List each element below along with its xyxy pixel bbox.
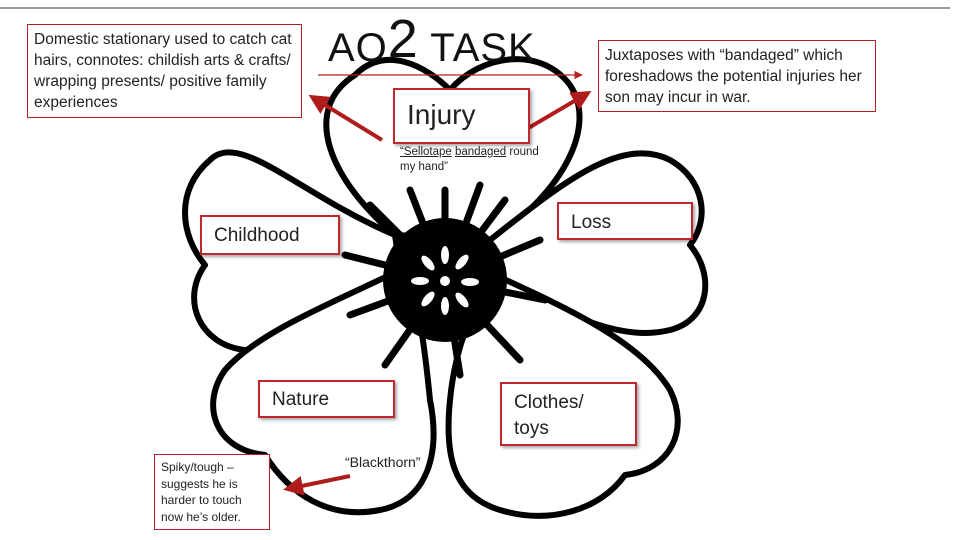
note-left: Domestic stationary used to catch cat ha… bbox=[27, 24, 302, 118]
note-right: Juxtaposes with “bandaged” which foresha… bbox=[598, 40, 876, 112]
quote-blackthorn: “Blackthorn” bbox=[345, 454, 421, 470]
arrow-to-left-note bbox=[308, 94, 384, 142]
label-clothes: Clothes/ toys bbox=[500, 382, 637, 446]
flower-center bbox=[341, 181, 549, 379]
slide-title: AO2 TASK bbox=[328, 9, 536, 70]
quote-sellotape: “Sellotape bandaged round my hand” bbox=[400, 146, 539, 173]
label-injury: Injury bbox=[393, 88, 530, 144]
note-bottom: Spiky/tough – suggests he is harder to t… bbox=[154, 454, 270, 530]
label-nature: Nature bbox=[258, 380, 395, 418]
header-rule bbox=[0, 7, 950, 9]
label-childhood: Childhood bbox=[200, 215, 340, 255]
arrow-to-bottom-note bbox=[283, 474, 351, 496]
label-loss: Loss bbox=[557, 202, 693, 240]
